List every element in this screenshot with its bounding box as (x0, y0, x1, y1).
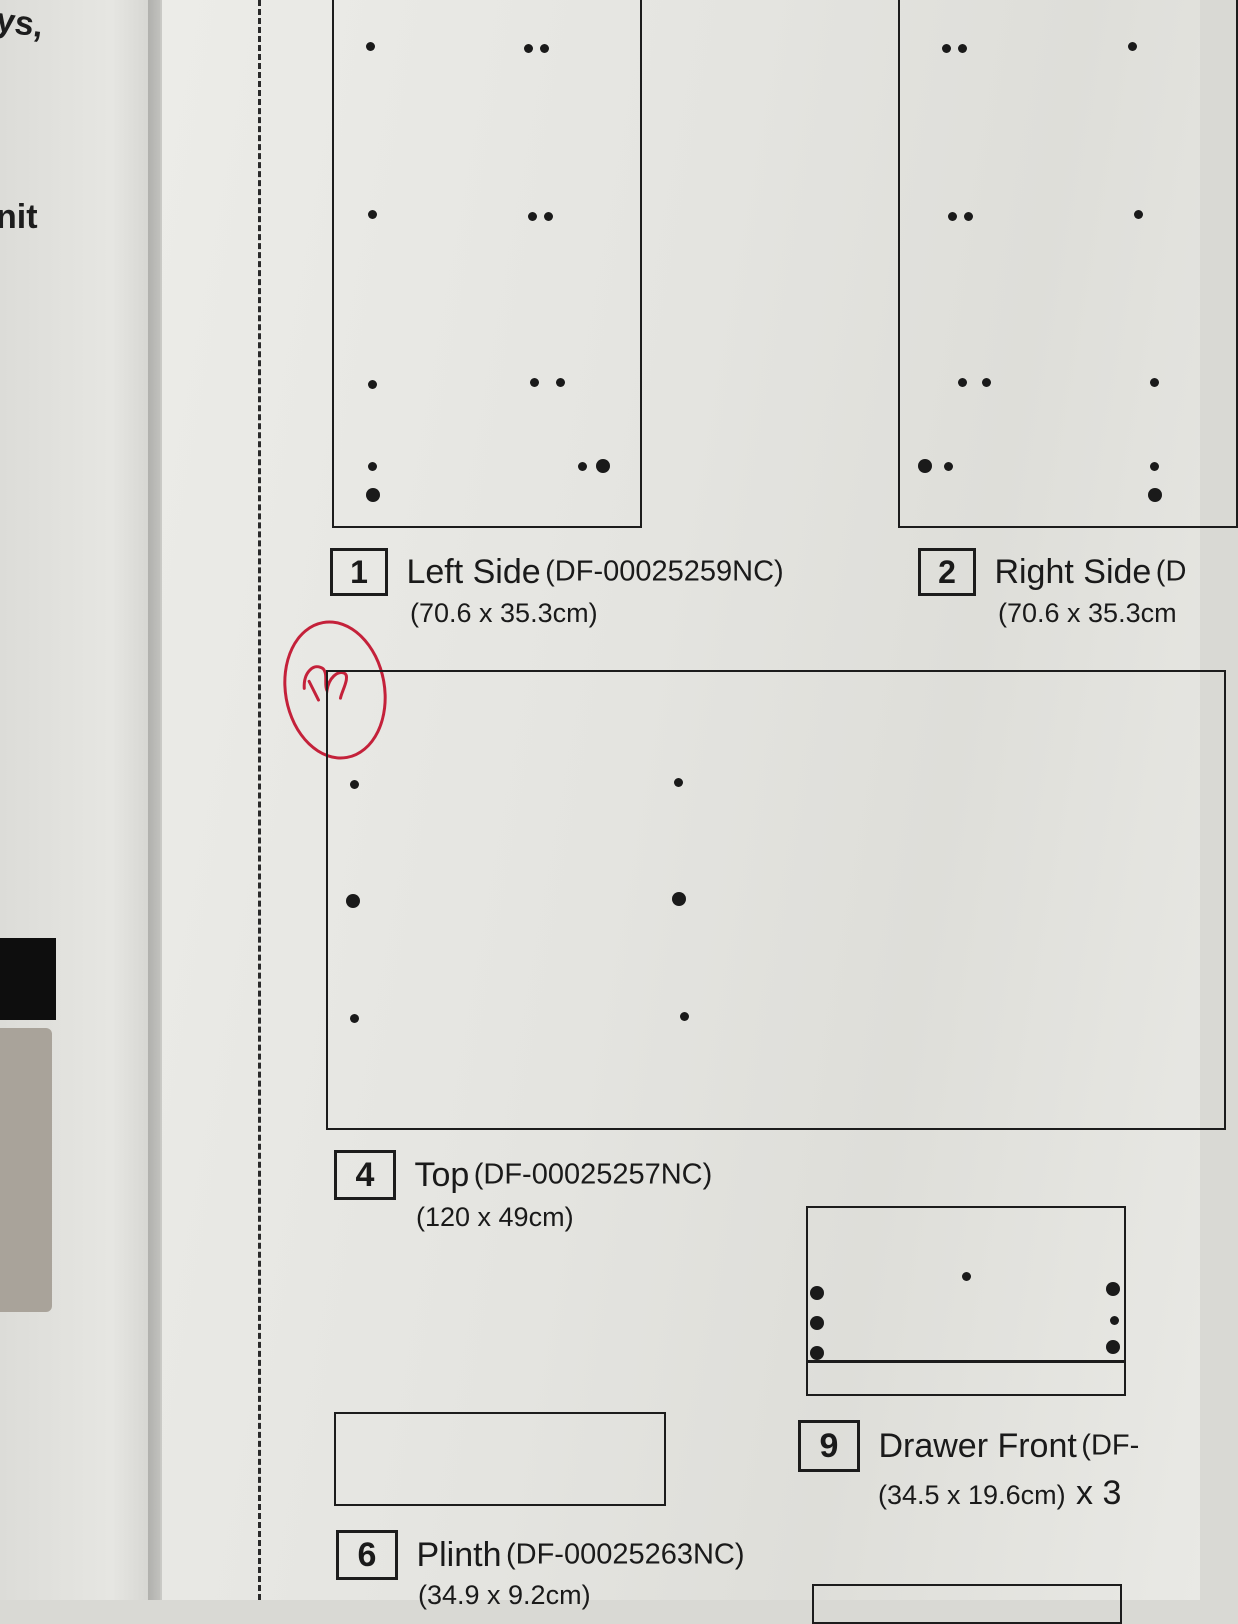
cam-hole (810, 1316, 824, 1330)
dowel-hole (982, 378, 991, 387)
panel-partial-next (812, 1584, 1122, 1624)
dowel-hole (366, 42, 375, 51)
part-dims-6: (34.9 x 9.2cm) (418, 1580, 591, 1610)
part-dims: (34.5 x 19.6cm) (878, 1480, 1066, 1510)
dowel-hole (368, 462, 377, 471)
left-facing-page: ys, nit (0, 0, 160, 1600)
panel-left-side (332, 0, 642, 528)
dowel-hole (958, 378, 967, 387)
dowel-hole (350, 780, 359, 789)
part-number-box: 1 (330, 548, 388, 596)
part-number-box: 6 (336, 1530, 398, 1580)
drawer-front-edge-line (808, 1360, 1124, 1363)
cam-hole (366, 488, 380, 502)
left-page-text-fragment: nit (0, 198, 38, 236)
dowel-hole (964, 212, 973, 221)
part-name: Drawer Front (878, 1426, 1077, 1465)
part-code: (DF-00025263NC) (505, 1538, 745, 1571)
part-quantity: x 3 (1076, 1474, 1122, 1512)
cam-hole (810, 1346, 824, 1360)
part-label-1: 1 Left Side (DF-00025259NC) (330, 548, 784, 596)
part-number-box: 9 (798, 1420, 860, 1472)
part-name: Top (414, 1155, 470, 1194)
cam-hole (596, 459, 610, 473)
panel-right-side (898, 0, 1238, 528)
part-label-6: 6 Plinth (DF-00025263NC) (336, 1530, 745, 1580)
cam-hole (918, 459, 932, 473)
dowel-hole (962, 1272, 971, 1281)
dowel-hole (680, 1012, 689, 1021)
left-page-text-fragment: ys, (0, 0, 46, 46)
dowel-hole (528, 212, 537, 221)
left-page-black-block (0, 938, 56, 1020)
dowel-hole (368, 380, 377, 389)
dowel-hole (524, 44, 533, 53)
dowel-hole (578, 462, 587, 471)
cam-hole (672, 892, 686, 906)
part-dims-9: (34.5 x 19.6cm) x 3 (878, 1474, 1121, 1513)
dowel-hole (1150, 462, 1159, 471)
dowel-hole (350, 1014, 359, 1023)
dowel-hole (948, 212, 957, 221)
dowel-hole (368, 210, 377, 219)
part-code: (D (1155, 555, 1187, 588)
part-dims-2: (70.6 x 35.3cm (998, 598, 1177, 628)
dowel-hole (958, 44, 967, 53)
dashed-cut-line (258, 0, 261, 1600)
panel-drawer-front (806, 1206, 1126, 1396)
part-number-box: 2 (918, 548, 976, 596)
dowel-hole (674, 778, 683, 787)
part-number-box: 4 (334, 1150, 396, 1200)
part-name: Plinth (416, 1535, 502, 1574)
part-label-2: 2 Right Side (D (918, 548, 1186, 596)
dowel-hole (1110, 1316, 1119, 1325)
part-dims-1: (70.6 x 35.3cm) (410, 598, 598, 628)
part-name: Left Side (406, 552, 541, 591)
dowel-hole (944, 462, 953, 471)
panel-top (326, 670, 1226, 1130)
cam-hole (346, 894, 360, 908)
cam-hole (810, 1286, 824, 1300)
instruction-page: 1 Left Side (DF-00025259NC) (70.6 x 35.3… (162, 0, 1238, 1624)
left-page-photo (0, 1028, 52, 1312)
part-code: (DF-00025259NC) (545, 555, 784, 588)
dowel-hole (1134, 210, 1143, 219)
dowel-hole (1128, 42, 1137, 51)
part-label-4: 4 Top (DF-00025257NC) (334, 1150, 712, 1200)
part-dims-4: (120 x 49cm) (416, 1202, 574, 1232)
dowel-hole (1150, 378, 1159, 387)
part-name: Right Side (994, 552, 1152, 591)
dowel-hole (544, 212, 553, 221)
part-label-9: 9 Drawer Front (DF- (798, 1420, 1139, 1472)
dowel-hole (540, 44, 549, 53)
dowel-hole (530, 378, 539, 387)
part-code: (DF- (1081, 1429, 1140, 1462)
cam-hole (1106, 1282, 1120, 1296)
panel-plinth (334, 1412, 666, 1506)
cam-hole (1106, 1340, 1120, 1354)
part-code: (DF-00025257NC) (473, 1158, 713, 1191)
dowel-hole (942, 44, 951, 53)
cam-hole (1148, 488, 1162, 502)
dowel-hole (556, 378, 565, 387)
